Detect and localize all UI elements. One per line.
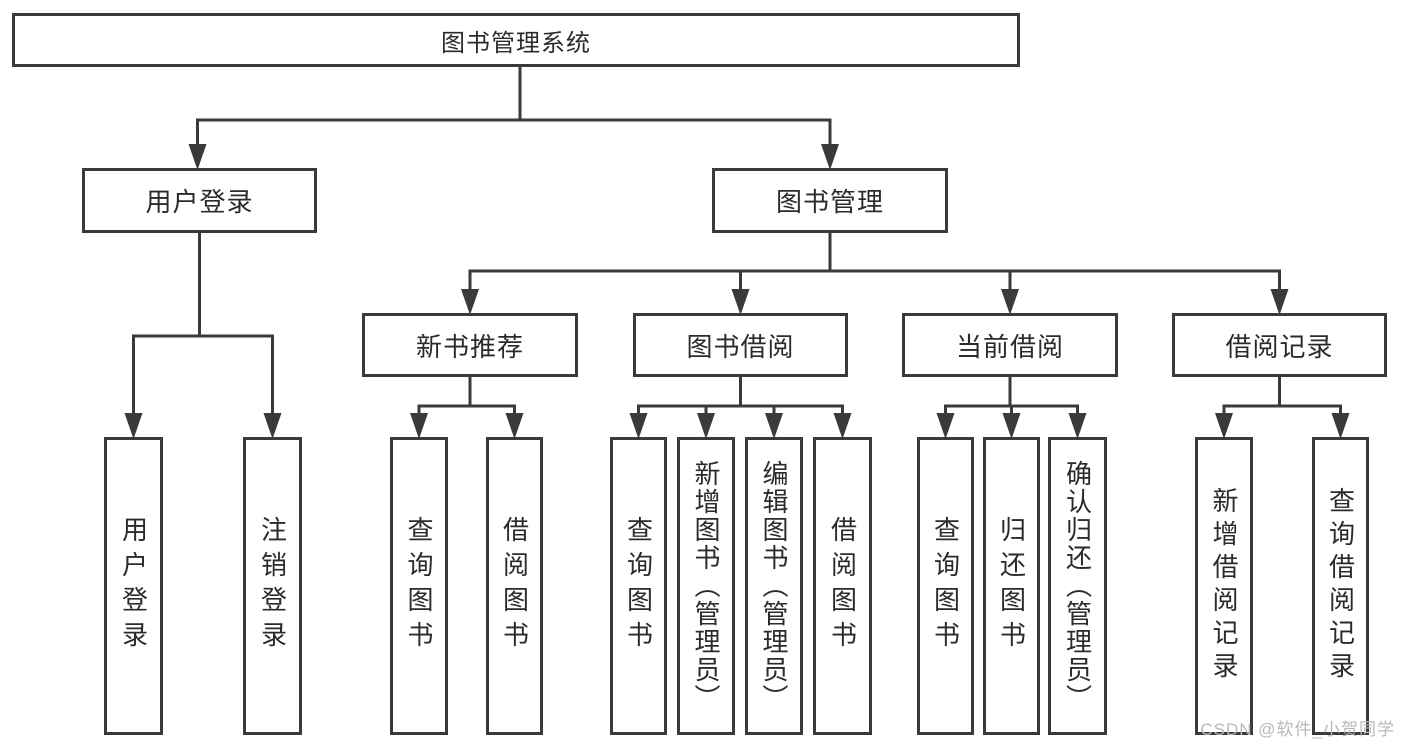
leaf-add-book-admin: 新增图书（管理员） [677,437,735,735]
connector-line [637,404,844,414]
arrow-down-icon [1001,289,1019,315]
node-user-login: 用户登录 [82,168,317,233]
node-book-management-label: 图书管理 [775,187,884,217]
node-book-borrowing-label: 图书借阅 [686,331,795,362]
leaf-query-books-borrow: 查询图书 [610,437,667,735]
leaf-logout-label: 注销登录 [257,516,288,656]
node-book-borrowing: 图书借阅 [633,313,848,377]
arrow-down-icon [765,413,783,439]
node-root-label: 图书管理系统 [441,29,591,57]
node-new-book-recommendation-label: 新书推荐 [415,331,524,362]
arrow-down-icon [410,413,428,439]
arrow-down-icon [1002,413,1021,439]
leaf-add-borrow-record: 新增借阅记录 [1195,437,1253,735]
leaf-confirm-return-admin: 确认归还（管理员） [1048,437,1107,735]
leaf-user-login-label: 用户登录 [118,516,149,656]
arrow-down-icon [263,413,282,439]
arrow-down-icon [1068,413,1087,439]
arrow-down-icon [188,144,207,170]
connector-line [417,404,516,414]
leaf-return-books: 归还图书 [983,437,1040,735]
arrow-down-icon [1331,413,1350,439]
leaf-borrow-books-borrow-label: 借阅图书 [827,516,858,656]
connector-line [132,334,274,414]
arrow-down-icon [936,413,955,439]
arrow-down-icon [1270,289,1289,315]
arrow-down-icon [821,144,839,170]
leaf-add-book-admin-label: 新增图书（管理员） [691,460,721,712]
leaf-query-books-borrow-label: 查询图书 [623,516,654,656]
leaf-query-books-current: 查询图书 [917,437,974,735]
arrow-down-icon [505,413,524,439]
csdn-watermark: CSDN @软件_小贺同学 [1200,720,1395,739]
leaf-query-borrow-record-label: 查询借阅记录 [1325,487,1356,685]
arrow-down-icon [124,413,143,439]
leaf-add-borrow-record-label: 新增借阅记录 [1209,487,1239,685]
leaf-edit-book-admin-label: 编辑图书（管理员） [759,460,789,712]
connector-line [196,118,832,146]
connector-line [468,269,1281,292]
node-borrowing-records-label: 借阅记录 [1225,331,1334,362]
node-current-borrowing: 当前借阅 [902,313,1118,377]
leaf-borrow-books-borrow: 借阅图书 [813,437,872,735]
node-root: 图书管理系统 [12,13,1020,67]
node-new-book-recommendation: 新书推荐 [362,313,578,377]
leaf-query-books-current-label: 查询图书 [930,516,961,656]
arrow-down-icon [731,289,750,315]
leaf-query-books-recommend: 查询图书 [390,437,448,735]
leaf-user-login: 用户登录 [104,437,163,735]
leaf-query-books-recommend-label: 查询图书 [404,516,434,656]
leaf-return-books-label: 归还图书 [996,516,1027,656]
arrow-down-icon [833,413,852,439]
arrow-down-icon [1215,413,1233,439]
leaf-confirm-return-admin-label: 确认归还（管理员） [1062,460,1093,712]
arrow-down-icon [697,413,715,439]
leaf-logout: 注销登录 [243,437,302,735]
node-user-login-label: 用户登录 [145,187,254,217]
node-current-borrowing-label: 当前借阅 [955,331,1064,362]
node-book-management: 图书管理 [712,168,948,233]
node-borrowing-records: 借阅记录 [1172,313,1387,377]
arrow-down-icon [629,413,648,439]
leaf-borrow-books-recommend: 借阅图书 [486,437,543,735]
leaf-query-borrow-record: 查询借阅记录 [1312,437,1369,735]
connector-line [1222,404,1342,414]
arrow-down-icon [461,289,479,315]
leaf-borrow-books-recommend-label: 借阅图书 [499,516,530,656]
leaf-edit-book-admin: 编辑图书（管理员） [745,437,803,735]
